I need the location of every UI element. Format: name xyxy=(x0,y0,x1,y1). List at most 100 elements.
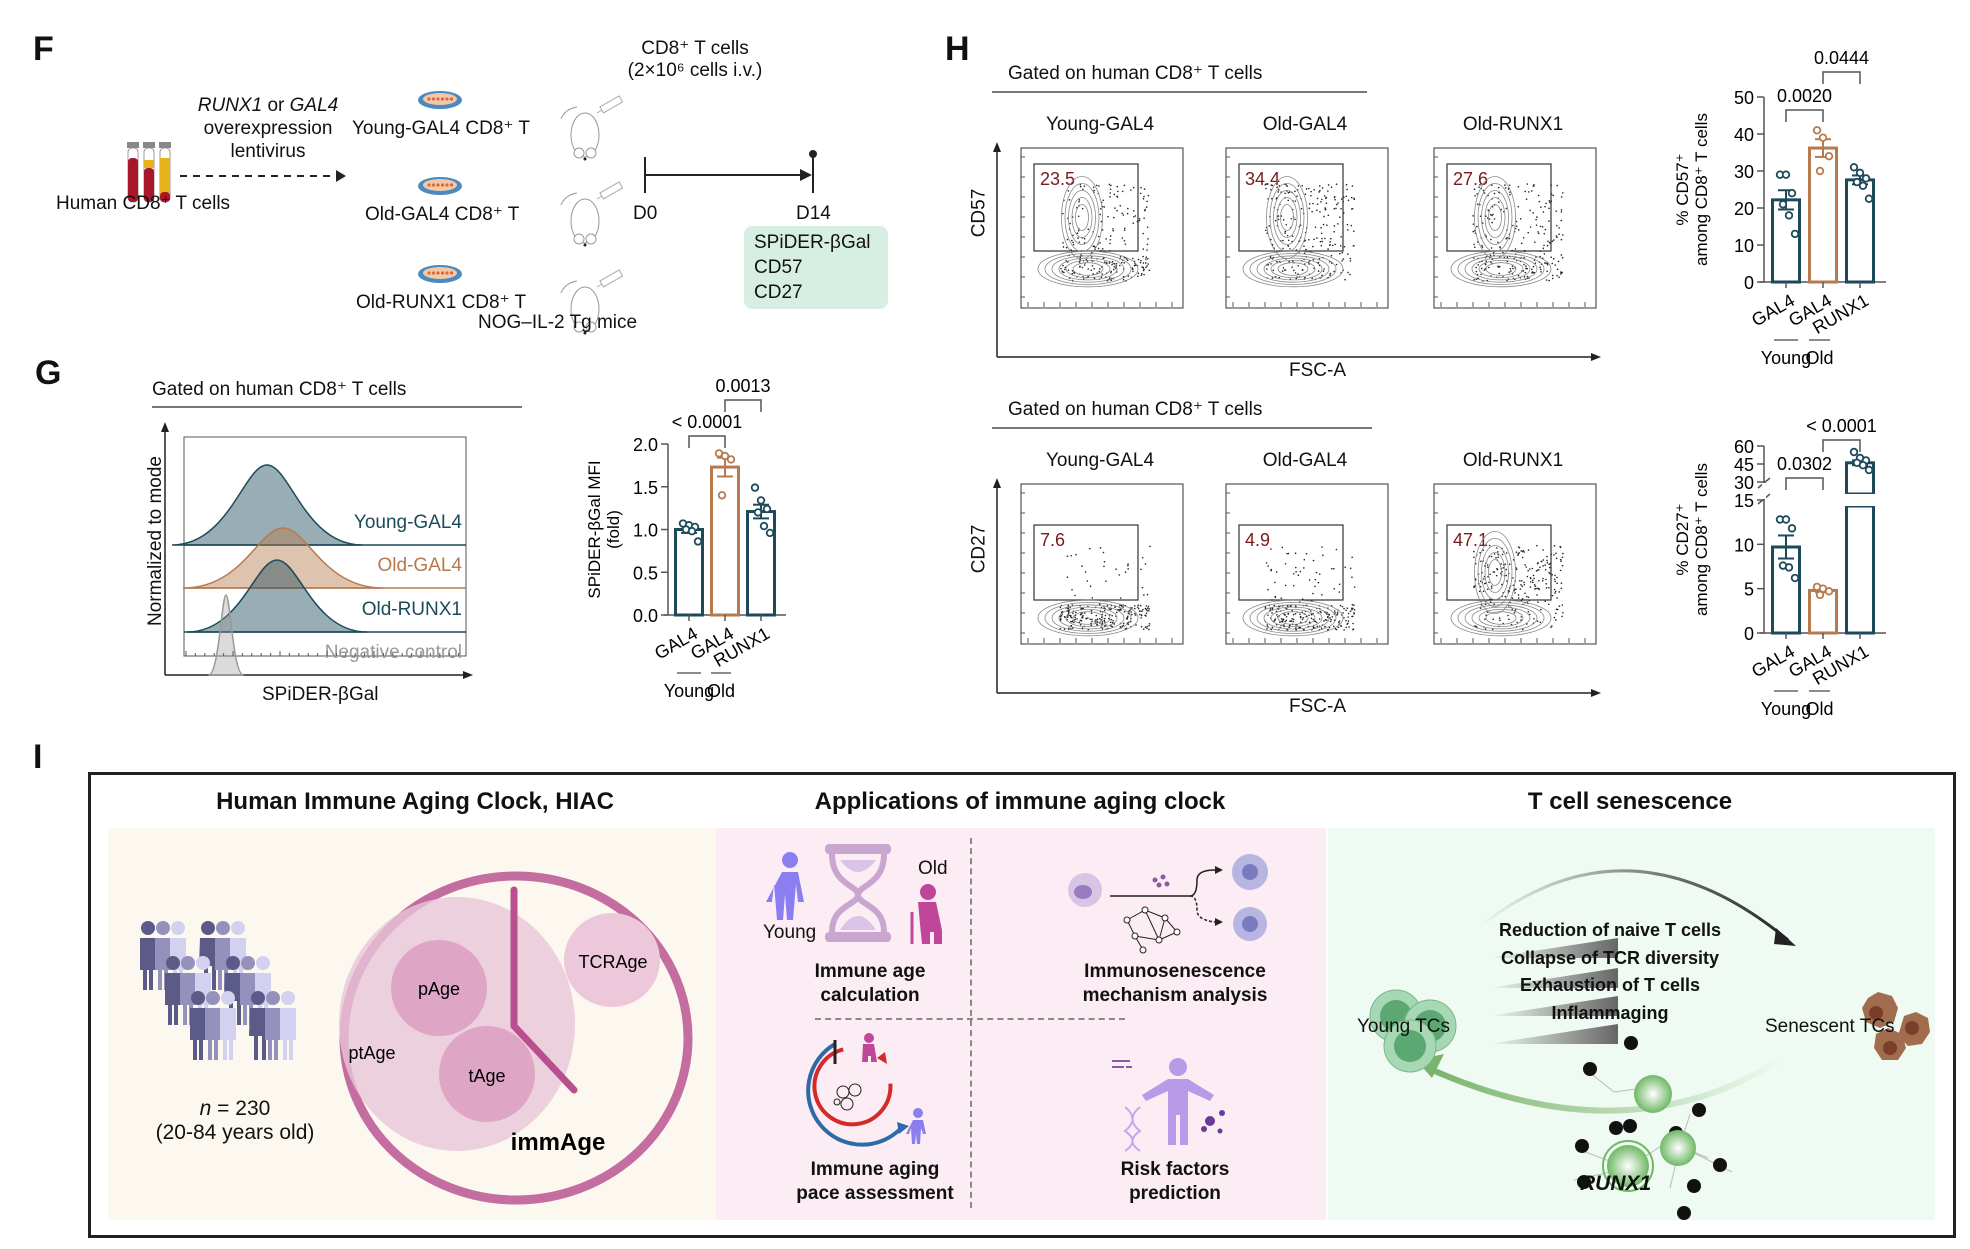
bar xyxy=(1845,504,1875,635)
event-dot xyxy=(1347,620,1350,622)
event-dot xyxy=(1108,183,1111,186)
event-dot xyxy=(1325,202,1328,205)
event-dot xyxy=(1347,199,1350,202)
histogram-series-label: Negative control xyxy=(325,642,462,663)
event-dot xyxy=(1546,262,1548,265)
event-dot xyxy=(1065,260,1067,262)
culture-dish-icon xyxy=(418,91,462,109)
event-dot xyxy=(1560,238,1563,241)
data-point xyxy=(1815,590,1825,600)
event-dot xyxy=(1081,266,1084,269)
event-dot xyxy=(1545,582,1548,585)
event-dot xyxy=(1544,568,1547,571)
event-dot xyxy=(1350,607,1353,610)
event-dot xyxy=(1061,271,1064,273)
y-tick-label: 15 xyxy=(1734,491,1754,511)
event-dot xyxy=(1145,206,1148,208)
event-dot xyxy=(1271,277,1274,279)
event-dot xyxy=(1319,189,1321,192)
event-dot xyxy=(1142,266,1144,269)
event-dot xyxy=(1285,619,1288,622)
event-dot xyxy=(1334,198,1336,201)
event-dot xyxy=(1109,613,1111,616)
event-dot xyxy=(1269,609,1271,612)
gate-percentage: 27.6 xyxy=(1453,169,1488,189)
event-dot xyxy=(1110,279,1112,282)
data-point xyxy=(1849,447,1859,457)
event-dot xyxy=(1347,229,1349,231)
event-dot xyxy=(1536,620,1539,623)
event-dot xyxy=(1310,194,1312,197)
event-dot xyxy=(1346,188,1348,191)
event-dot xyxy=(1490,184,1493,186)
event-dot xyxy=(1294,272,1297,274)
app-label-line: calculation xyxy=(820,985,920,1006)
event-dot xyxy=(1284,232,1286,235)
event-dot xyxy=(1517,229,1520,231)
event-dot xyxy=(1517,554,1519,556)
event-dot xyxy=(1125,627,1128,630)
event-dot xyxy=(1548,207,1550,210)
event-dot xyxy=(1101,621,1104,623)
contour-line xyxy=(1263,257,1323,281)
event-dot xyxy=(1335,207,1337,210)
event-dot xyxy=(1539,621,1542,624)
contour-line xyxy=(1485,262,1517,276)
event-dot xyxy=(1485,260,1487,262)
event-dot xyxy=(1271,599,1273,601)
person-head xyxy=(141,921,155,935)
event-dot xyxy=(1081,612,1083,614)
event-dot xyxy=(1082,188,1084,191)
event-dot xyxy=(1312,245,1314,248)
event-dot xyxy=(1067,604,1070,607)
y-tick-label: 5 xyxy=(1744,580,1754,600)
event-dot xyxy=(1294,190,1296,193)
event-dot xyxy=(1284,269,1287,271)
event-dot xyxy=(1508,184,1511,186)
or-label: or xyxy=(262,95,290,116)
event-dot xyxy=(1124,227,1126,230)
event-dot xyxy=(1133,215,1135,218)
event-dot xyxy=(1312,202,1314,205)
event-dot xyxy=(1556,236,1558,239)
event-dot xyxy=(1269,256,1272,259)
event-dot xyxy=(1267,565,1270,567)
event-dot xyxy=(1113,193,1116,196)
app-label-line: Risk factors xyxy=(1120,1159,1230,1180)
event-dot xyxy=(1549,572,1551,575)
event-dot xyxy=(1138,218,1141,220)
senescence-features-list: Reduction of naive T cells Collapse of T… xyxy=(1470,917,1750,1027)
event-dot xyxy=(1548,563,1550,566)
event-dot xyxy=(1133,607,1136,610)
panel-letter-i: I xyxy=(33,738,43,776)
event-dot xyxy=(1548,241,1551,244)
data-point xyxy=(1818,133,1828,142)
ptage-label: ptAge xyxy=(348,1043,395,1063)
event-dot xyxy=(1496,551,1499,553)
event-dot xyxy=(1091,620,1093,623)
senescence-title: T cell senescence xyxy=(1527,788,1733,815)
event-dot xyxy=(1284,192,1286,195)
event-dot xyxy=(1064,616,1066,619)
event-dot xyxy=(1300,207,1303,210)
contour-line xyxy=(1484,552,1506,593)
senescence-diagram xyxy=(1369,869,1930,1220)
event-dot xyxy=(1068,611,1070,613)
event-dot xyxy=(1345,183,1348,186)
event-dot xyxy=(1286,552,1288,555)
event-dot xyxy=(1102,199,1105,202)
event-dot xyxy=(1319,610,1321,613)
event-dot xyxy=(1484,263,1487,266)
data-point xyxy=(753,508,763,517)
event-dot xyxy=(1505,552,1508,554)
event-dot xyxy=(1108,608,1111,610)
data-point xyxy=(693,537,703,546)
contour-line xyxy=(1273,190,1301,245)
contour-line xyxy=(1457,253,1545,285)
event-dot xyxy=(1095,184,1098,187)
event-dot xyxy=(1081,565,1083,567)
significance-bracket xyxy=(1822,71,1861,84)
event-dot xyxy=(1076,617,1078,620)
applications-title: Applications of immune aging clock xyxy=(814,788,1226,815)
